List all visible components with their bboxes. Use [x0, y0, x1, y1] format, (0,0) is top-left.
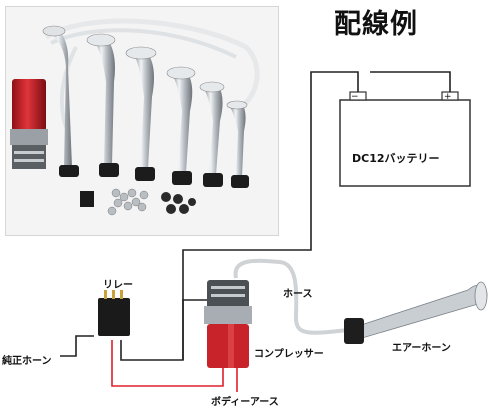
page-title: 配線例	[334, 9, 418, 40]
horn-1	[42, 25, 72, 167]
compressor	[204, 280, 252, 368]
hose-label: ホース	[283, 289, 313, 300]
battery-minus-symbol: −	[351, 92, 359, 102]
horn-4	[166, 66, 196, 173]
air-horn	[344, 281, 488, 344]
horn-5	[199, 81, 225, 175]
battery-plus-symbol: +	[444, 92, 452, 102]
battery-label: DC12バッテリー	[352, 152, 440, 165]
air-horn-label: エアーホーン	[392, 343, 451, 354]
relay	[98, 290, 130, 336]
horn-3	[125, 46, 157, 169]
battery: − +	[339, 91, 471, 187]
product-photo	[5, 6, 279, 236]
stock-horn-label: 純正ホーン	[2, 356, 52, 367]
red-wires	[111, 340, 238, 392]
compressor-label: コンプレッサー	[254, 349, 324, 360]
hardware-parts	[107, 188, 149, 216]
horn-kit-image	[10, 18, 260, 216]
horn-2	[86, 33, 116, 165]
body-ground-label: ボディーアース	[211, 397, 279, 408]
relay-label: リレー	[103, 280, 133, 291]
horn-6	[226, 100, 248, 177]
rubber-parts	[161, 192, 196, 214]
compressor-photo	[10, 79, 48, 169]
relay-photo	[80, 191, 94, 207]
